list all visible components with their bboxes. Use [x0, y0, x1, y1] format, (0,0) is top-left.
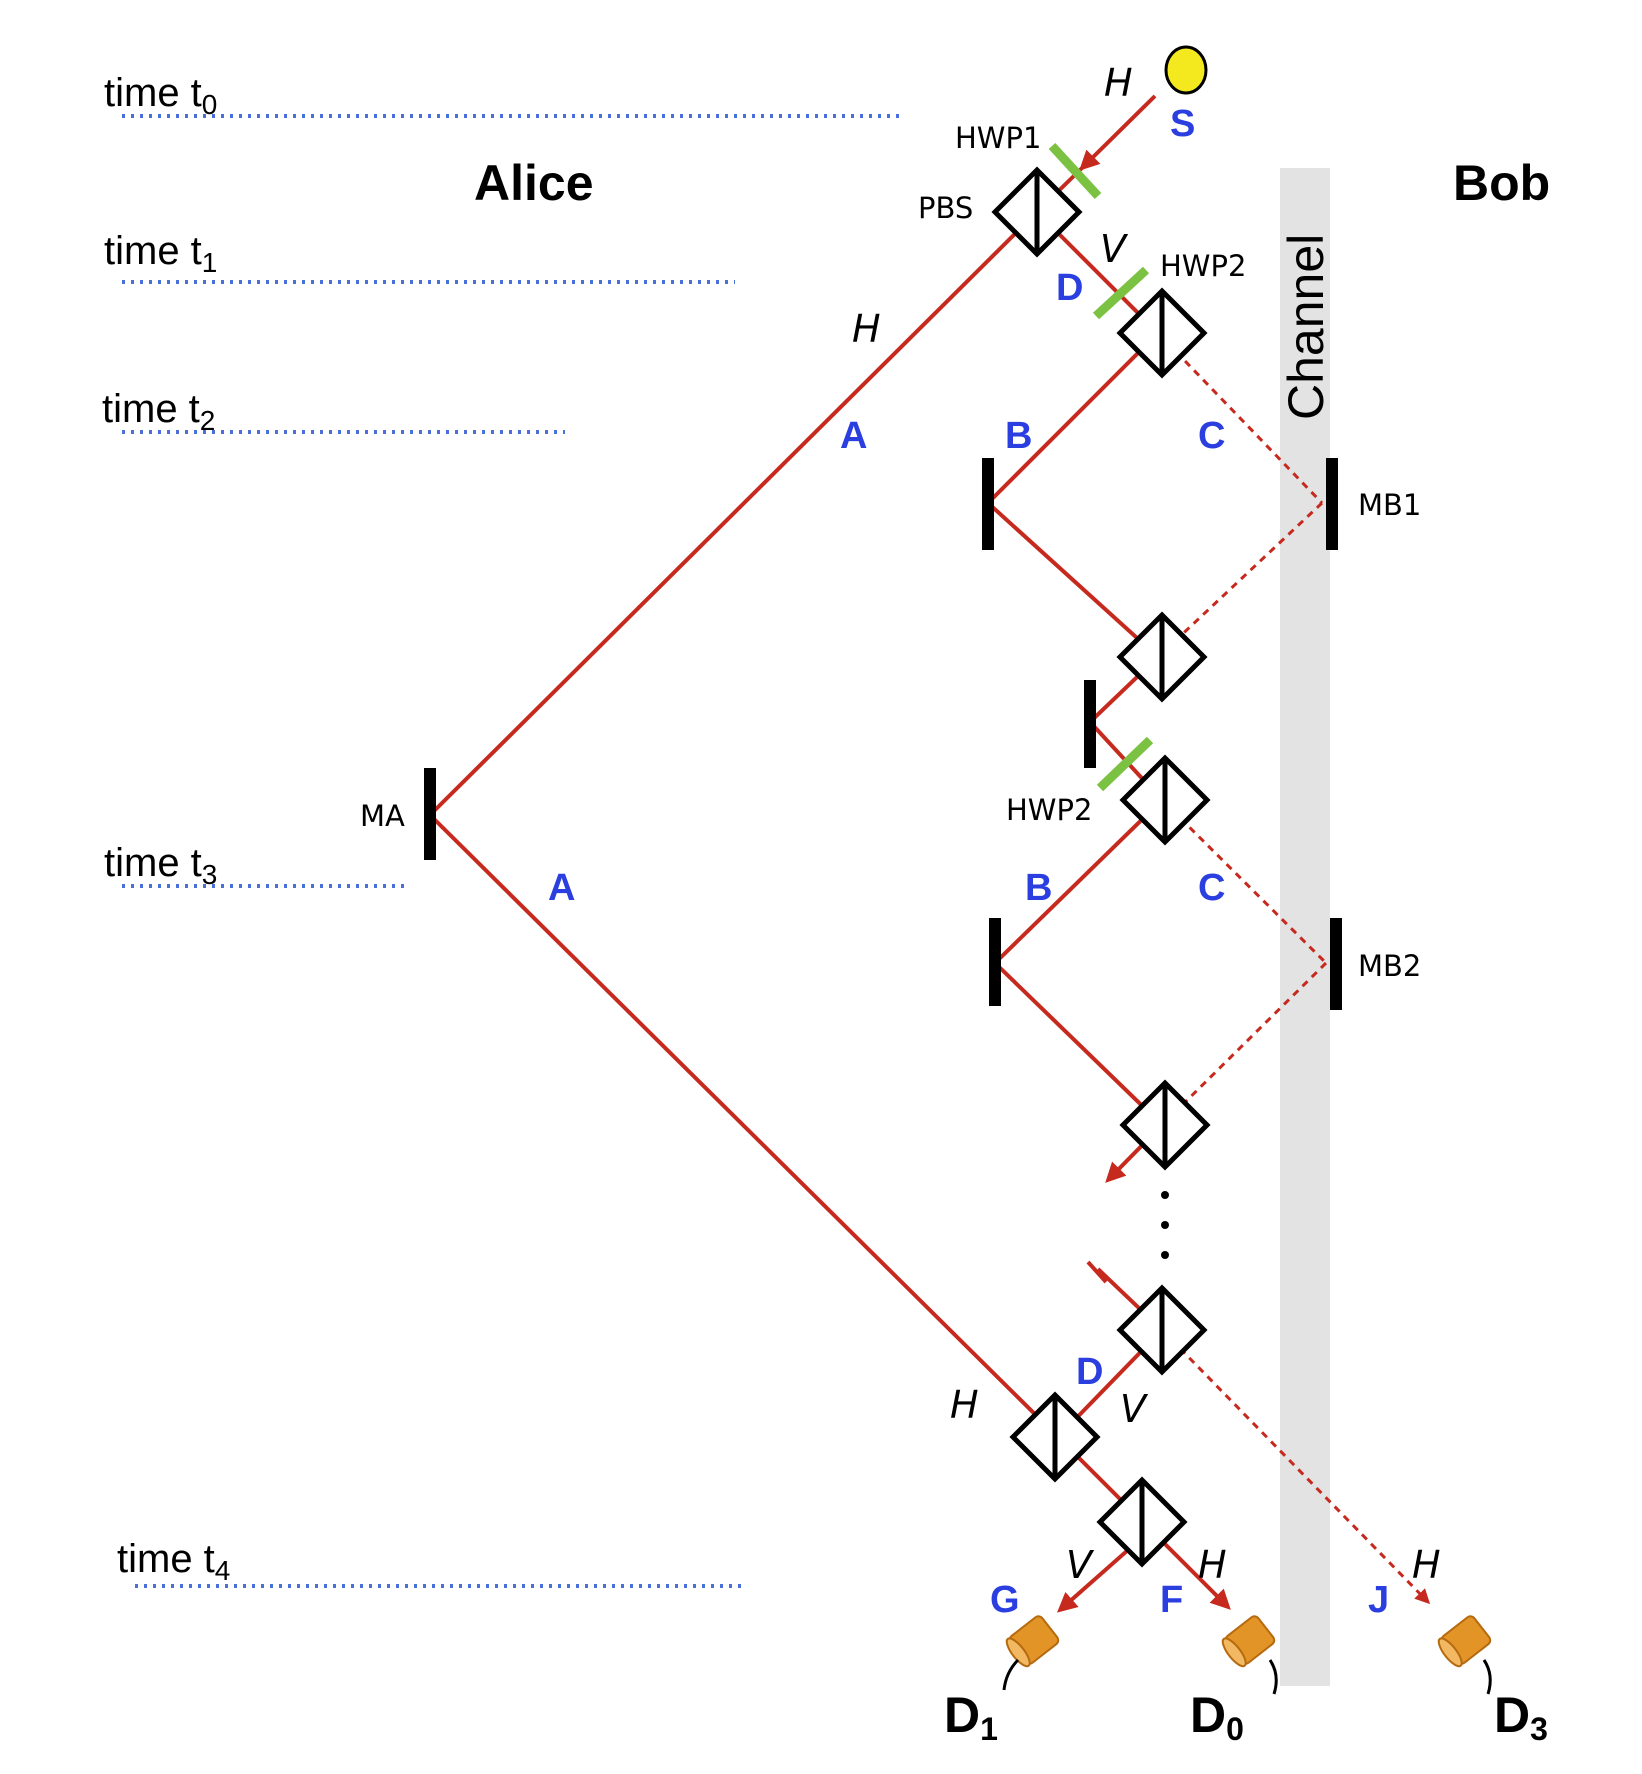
timeline-t1: time t1: [104, 229, 735, 284]
timeline-t0-label: time t: [104, 71, 202, 115]
hwp2-top-plate: [1092, 266, 1150, 320]
svg-text:time t4: time t4: [117, 1537, 230, 1586]
pol-pbs-h: H: [852, 307, 881, 351]
pbs-7: [1009, 1391, 1101, 1483]
beam-paths: [428, 94, 1231, 1613]
channel-label: Channel: [1278, 234, 1334, 420]
pbs-2: [1116, 287, 1208, 379]
detector-d0-sub: 0: [1226, 1711, 1244, 1747]
pbs-label: PBS: [918, 191, 973, 225]
pol-pbs-v: V: [1100, 227, 1129, 271]
path-label-a-upper: A: [840, 415, 867, 457]
hwp2-top-label: HWP2: [1160, 249, 1246, 283]
mb2-label: MB2: [1358, 949, 1421, 983]
path-label-j: J: [1368, 1579, 1389, 1621]
pbs-1: [991, 166, 1083, 258]
path-label-a-lower: A: [548, 867, 575, 909]
photon-source: [1164, 45, 1208, 95]
hwp2-mid-label: HWP2: [1006, 793, 1092, 827]
pol-source-h: H: [1104, 61, 1133, 105]
timeline-t4: time t4: [117, 1537, 745, 1588]
ma-label: MA: [360, 799, 405, 833]
channel-band: [1280, 168, 1330, 1686]
svg-text:D3: D3: [1494, 1687, 1548, 1747]
path-label-f: F: [1160, 1579, 1183, 1621]
detector-d1-letter: D: [944, 1687, 980, 1743]
pol-final-h: H: [950, 1383, 979, 1427]
svg-text:time t1: time t1: [104, 229, 217, 278]
pbs-5: [1119, 1079, 1211, 1171]
detector-d3: D3: [1437, 1615, 1548, 1747]
hwp1-plate: [1048, 142, 1102, 200]
timeline-t4-label: time t: [117, 1537, 215, 1581]
timeline-t3-label: time t: [104, 841, 202, 885]
detector-d0: D0: [1190, 1615, 1278, 1747]
timeline-t2-label: time t: [102, 387, 200, 431]
bob-heading: Bob: [1453, 155, 1550, 211]
timeline-t1-label: time t: [104, 229, 202, 273]
source-label: S: [1170, 103, 1195, 145]
timeline-t0: time t0: [104, 71, 905, 120]
path-label-d-lower: D: [1076, 1351, 1103, 1393]
path-label-b-lower: B: [1025, 867, 1052, 909]
hwp1-label: HWP1: [955, 121, 1041, 155]
detector-d1: D1: [944, 1615, 1060, 1747]
detector-d0-letter: D: [1190, 1687, 1226, 1743]
mb1-label: MB1: [1358, 488, 1421, 522]
pol-bob-h: H: [1412, 1543, 1441, 1587]
channel-paths: [1156, 331, 1431, 1605]
svg-text:time t0: time t0: [104, 71, 217, 120]
alice-heading: Alice: [474, 155, 594, 211]
svg-text:D1: D1: [944, 1687, 998, 1747]
path-label-c-upper: C: [1198, 415, 1225, 457]
svg-text:time t3: time t3: [104, 841, 217, 890]
detector-d3-sub: 3: [1530, 1711, 1548, 1747]
pol-out-h: H: [1198, 1543, 1227, 1587]
svg-text:D0: D0: [1190, 1687, 1244, 1747]
pbs-6: [1116, 1284, 1208, 1376]
pbs-8: [1096, 1476, 1188, 1568]
detector-d3-letter: D: [1494, 1687, 1530, 1743]
path-label-g: G: [990, 1579, 1020, 1621]
pol-out-v: V: [1066, 1543, 1095, 1587]
pbs-3: [1116, 611, 1208, 703]
hwp2-mid-plate: [1096, 736, 1154, 792]
pol-final-v: V: [1120, 1387, 1149, 1431]
detector-d1-sub: 1: [980, 1711, 998, 1747]
timeline-t3: time t3: [104, 841, 405, 890]
timeline-t2: time t2: [102, 387, 565, 436]
path-label-c-lower: C: [1198, 867, 1225, 909]
pbs-4: [1119, 754, 1211, 846]
path-label-b-upper: B: [1005, 415, 1032, 457]
ellipsis-dots: [1161, 1191, 1169, 1259]
path-label-d-upper: D: [1056, 267, 1083, 309]
svg-text:time t2: time t2: [102, 387, 215, 436]
